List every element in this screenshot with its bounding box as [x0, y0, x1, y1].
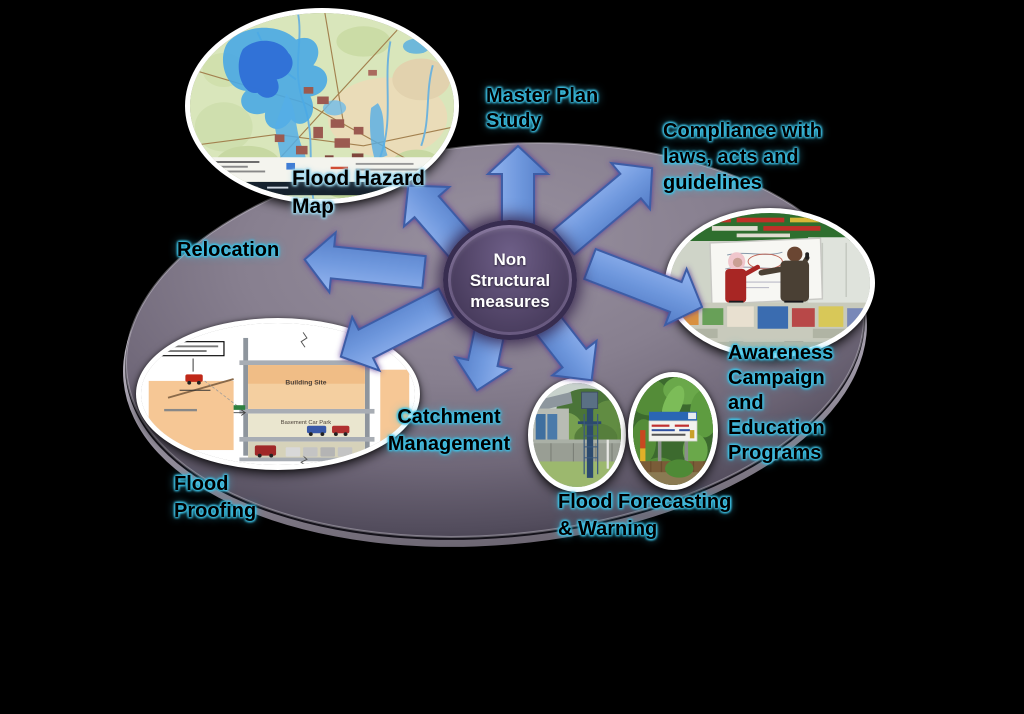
flood-hazard-map-image — [185, 8, 459, 204]
gauge-pole-lower — [640, 448, 646, 464]
node-label-flood-forecasting-warning: Flood Forecasting & Warning — [558, 491, 732, 540]
node-label-relocation: Relocation — [177, 239, 280, 261]
awareness-floor — [670, 341, 870, 353]
center-node-non-structural-measures: Non Structural measures — [443, 220, 577, 340]
node-label-catchment-management: Catchment Management — [387, 406, 511, 455]
proofing-ramp-annotation — [159, 341, 247, 416]
node-label-flood-hazard-map: Flood Hazard Map — [292, 167, 426, 218]
station-building — [533, 392, 573, 444]
forecasting-sign-image — [628, 372, 718, 490]
forecasting-station-image — [528, 378, 626, 492]
awareness-campaign-image — [665, 208, 875, 358]
warning-signboard — [648, 411, 698, 464]
node-label-flood-proofing: Flood Proofing — [174, 473, 257, 522]
center-line: Non — [493, 249, 527, 269]
node-label-master-plan-study: Master Plan Study — [486, 85, 599, 132]
node-label-compliance: Compliance with laws, acts and guideline… — [663, 120, 822, 194]
proofing-label-basement: Basement Car Park — [281, 420, 332, 426]
node-label-awareness-campaign: Awareness Campaign and Education Program… — [728, 342, 834, 464]
center-line: measures — [470, 291, 550, 311]
flood-proofing-image: Building Site Basement Car Park — [136, 318, 420, 470]
proofing-cars — [254, 425, 353, 458]
station-wall — [533, 439, 621, 464]
proofing-label-building-site: Building Site — [285, 380, 326, 387]
awareness-poster-wall — [670, 302, 870, 342]
map-urban-areas — [274, 69, 377, 162]
gauge-pole — [640, 430, 646, 449]
gauging-tower — [577, 391, 609, 478]
center-line: Structural — [469, 270, 551, 290]
